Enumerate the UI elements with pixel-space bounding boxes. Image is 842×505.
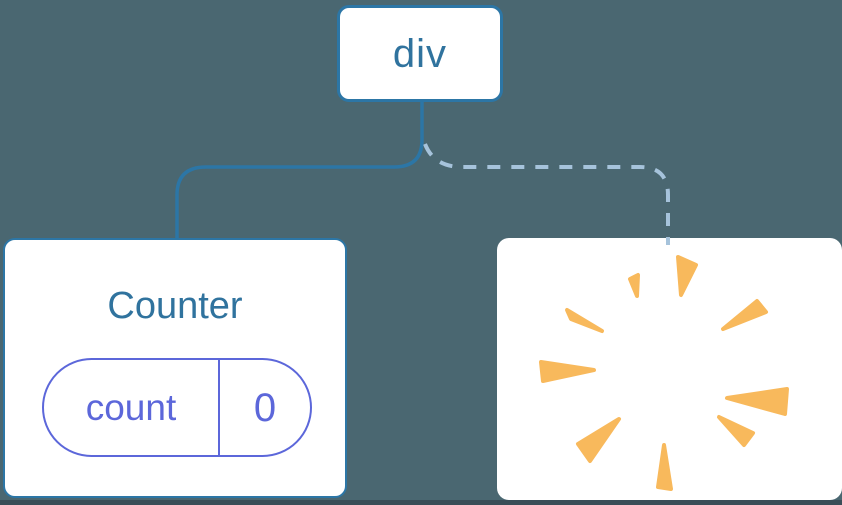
burst-ray xyxy=(539,360,596,383)
bottom-edge xyxy=(0,500,842,505)
burst-ray xyxy=(565,308,604,333)
burst-ray xyxy=(717,415,755,447)
pill-divider xyxy=(218,360,220,455)
counter-title: Counter xyxy=(107,285,243,327)
node-removed xyxy=(497,238,842,500)
burst-ray xyxy=(576,417,621,463)
burst-ray xyxy=(628,273,640,298)
state-pill: count 0 xyxy=(42,358,312,457)
node-counter: Counter count 0 xyxy=(3,238,347,498)
connector-dashed-line xyxy=(423,143,670,245)
state-name-label: count xyxy=(85,387,177,428)
node-div: div xyxy=(337,5,503,102)
node-div-label: div xyxy=(392,31,448,76)
state-value-label: 0 xyxy=(253,385,277,430)
burst-ray xyxy=(725,387,789,416)
burst-ray xyxy=(721,299,768,331)
burst-ray xyxy=(676,255,698,297)
connector-solid-line xyxy=(175,100,424,239)
poof-burst-icon xyxy=(539,255,789,491)
burst-ray xyxy=(656,443,673,491)
